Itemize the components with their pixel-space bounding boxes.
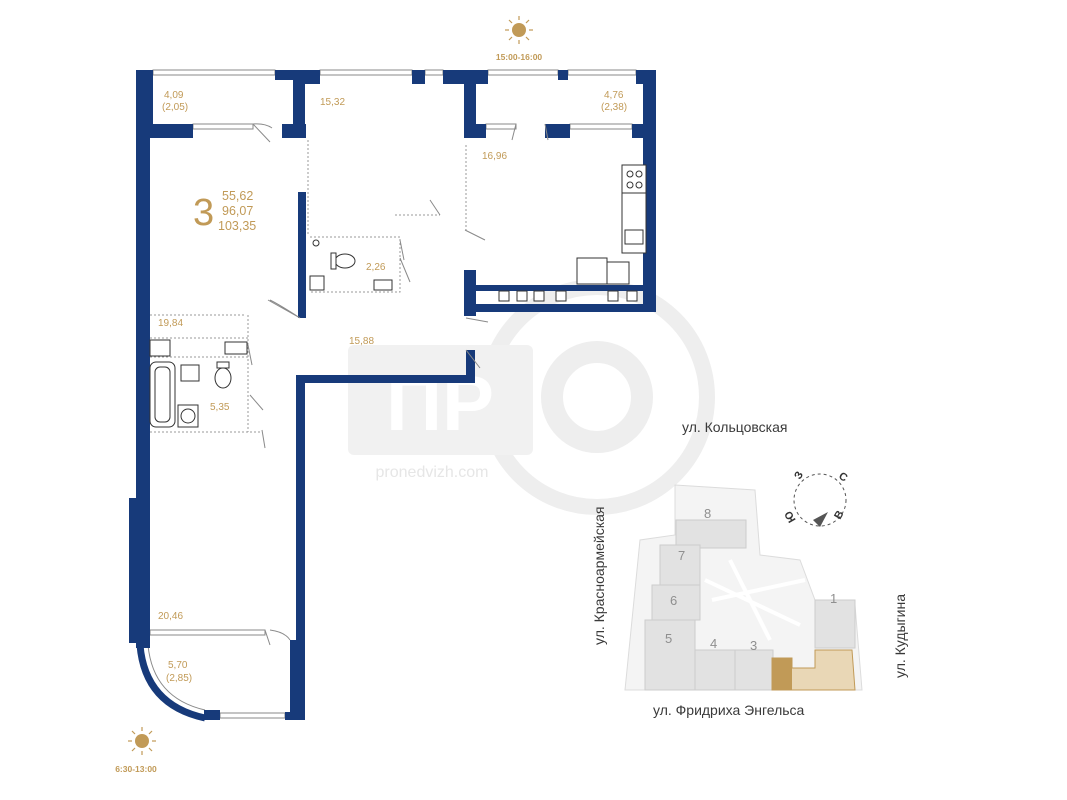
building-4 — [694, 649, 736, 691]
building-label-5: 5 — [665, 631, 672, 646]
balcony-bottom-curve — [136, 644, 206, 722]
site-plan: 8 7 6 5 4 3 1 ул. Кольцовская ул. Красно… — [591, 419, 908, 718]
boiler-icon — [309, 275, 325, 291]
area-bathroom-small: 2,26 — [366, 262, 386, 273]
building-7 — [659, 544, 701, 586]
total-area: 96,07 — [222, 204, 253, 218]
doors — [247, 123, 549, 646]
living-area: 55,62 — [222, 189, 253, 203]
coef-balcony-top-left: (2,05) — [162, 102, 188, 113]
watermark-logo: ПР — [386, 359, 494, 447]
sun-icon-bottom — [128, 727, 156, 755]
area-room-top-middle: 15,32 — [320, 97, 345, 108]
fridge-icon — [606, 261, 630, 285]
area-balcony-top-right: 4,76 — [604, 90, 624, 101]
area-room-left: 19,84 — [158, 318, 183, 329]
compass-east: В — [832, 509, 846, 522]
compass-arrow-icon — [813, 512, 828, 527]
building-8 — [675, 519, 747, 549]
building-1 — [814, 599, 856, 649]
street-north: ул. Кольцовская — [682, 419, 787, 435]
building-5 — [644, 619, 696, 691]
sink-icon — [624, 229, 644, 245]
watermark-logo-box — [348, 345, 533, 455]
compass-south: Ю — [783, 509, 799, 525]
area-hallway: 15,88 — [349, 336, 374, 347]
small-sink-icon — [373, 279, 393, 291]
building-label-1: 1 — [830, 591, 837, 606]
compass-north: С — [837, 470, 850, 484]
compass: З С Ю В — [783, 469, 850, 527]
current-section — [772, 658, 792, 690]
area-room-bottom-left: 20,46 — [158, 611, 183, 622]
toilet-icon-2 — [214, 367, 232, 389]
rooms-count: 3 — [193, 192, 214, 234]
sun-time-top: 15:00-16:00 — [496, 52, 543, 62]
area-balcony-top-left: 4,09 — [164, 90, 184, 101]
building-3 — [734, 649, 774, 691]
building-label-3: 3 — [750, 638, 757, 653]
coef-balcony-bottom: (2,85) — [166, 673, 192, 684]
building-label-7: 7 — [678, 548, 685, 563]
stove-icon — [621, 164, 647, 194]
sun-time-bottom: 6:30-13:00 — [115, 764, 157, 774]
street-east: ул. Кудыгина — [892, 594, 908, 678]
hob-icon — [576, 257, 608, 285]
watermark-site: pronedvizh.com — [376, 464, 489, 481]
watermark: ПР pronedvizh.com — [348, 279, 715, 515]
building-label-8: 8 — [704, 506, 711, 521]
fixtures — [149, 164, 647, 428]
toilet-icon — [334, 253, 356, 269]
building-label-4: 4 — [710, 636, 717, 651]
walls — [129, 70, 656, 720]
washbasin-icon — [180, 364, 200, 382]
sun-icon-top — [505, 16, 533, 44]
shelf-icon — [498, 290, 510, 302]
area-kitchen: 16,96 — [482, 151, 507, 162]
cabinet-icon — [149, 339, 171, 357]
street-west: ул. Красноармейская — [591, 507, 607, 646]
partitions — [150, 140, 467, 433]
area-balcony-bottom: 5,70 — [168, 660, 188, 671]
building-6 — [651, 584, 701, 621]
building-label-6: 6 — [670, 593, 677, 608]
total-area-with-balconies: 103,35 — [218, 219, 256, 233]
coef-balcony-top-right: (2,38) — [601, 102, 627, 113]
street-south: ул. Фридриха Энгельса — [653, 702, 805, 718]
area-bathroom: 5,35 — [210, 402, 230, 413]
